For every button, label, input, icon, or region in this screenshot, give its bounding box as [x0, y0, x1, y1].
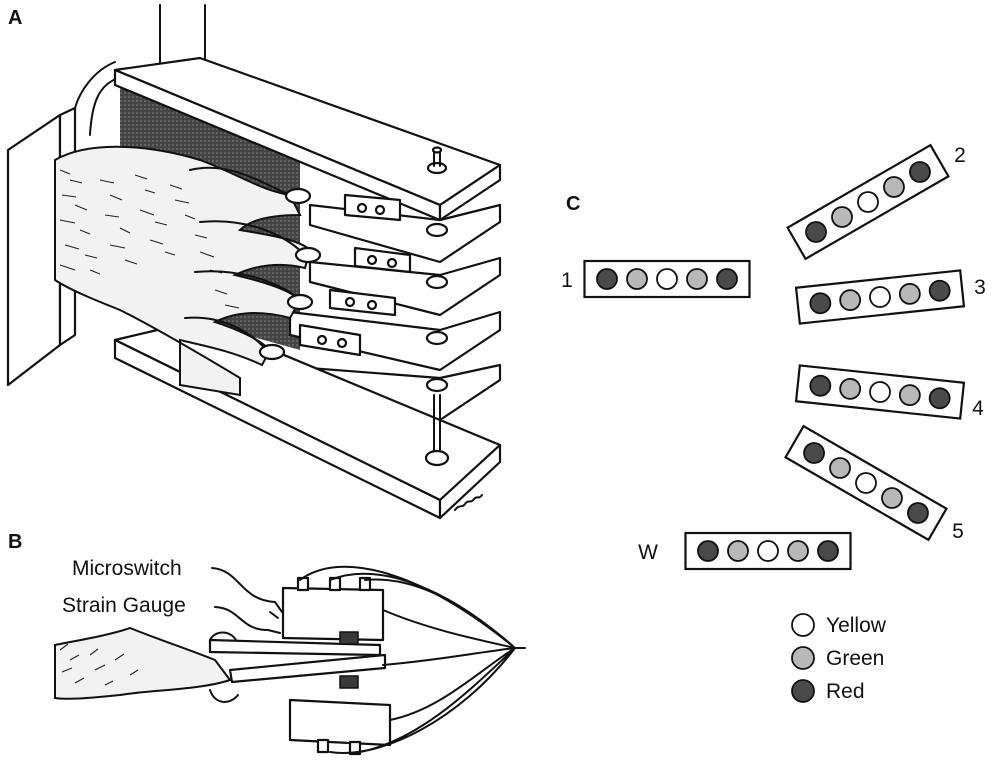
legend-swatch-green: [791, 646, 815, 670]
panel-b: B Microswitch Strain Gauge: [8, 531, 526, 756]
red-light: [928, 279, 951, 302]
light-bar-w: [684, 531, 852, 571]
light-bar-2: [786, 143, 950, 261]
legend-swatch-red: [791, 679, 815, 703]
light-bars: 1 2 3 4 5W: [561, 143, 986, 571]
strain-gauge-leader: [214, 606, 281, 634]
yellow-light: [757, 540, 779, 562]
panel-b-letter: B: [8, 531, 22, 553]
red-light: [697, 540, 719, 562]
finger-plates: [268, 203, 502, 422]
panel-a: A: [6, 4, 502, 520]
green-light: [881, 487, 903, 509]
light-bar-1: [583, 259, 751, 299]
yellow-light: [857, 191, 879, 213]
upper-microswitch: [281, 586, 385, 642]
red-light: [909, 161, 931, 183]
red-light: [596, 268, 618, 290]
lower-microswitch: [288, 698, 392, 747]
green-light: [883, 176, 905, 198]
light-bar-5: [784, 424, 948, 542]
microswitch-leader: [211, 567, 283, 613]
yellow-light: [656, 268, 678, 290]
red-light: [809, 374, 832, 397]
finger-sensor-drawing: [54, 565, 526, 756]
green-light: [839, 289, 862, 312]
light-bar-label-4: 4: [972, 397, 984, 420]
green-light: [787, 540, 809, 562]
green-light: [829, 457, 851, 479]
light-bar-label-w: W: [638, 541, 658, 564]
legend-label-yellow: Yellow: [826, 614, 887, 637]
yellow-light: [869, 286, 891, 308]
green-light: [686, 268, 708, 290]
yellow-light: [855, 472, 877, 494]
legend-label-red: Red: [826, 680, 865, 703]
light-bar-label-5: 5: [952, 520, 964, 543]
green-light: [898, 282, 921, 305]
microswitch-arrow: [269, 611, 279, 619]
apparatus-drawing: [6, 4, 502, 520]
green-light: [727, 540, 749, 562]
red-light: [907, 502, 929, 524]
yellow-light: [869, 381, 891, 403]
panel-a-letter: A: [8, 7, 22, 29]
legend-label-green: Green: [826, 647, 884, 670]
red-light: [803, 442, 825, 464]
light-bar-label-2: 2: [954, 144, 966, 167]
red-light: [928, 387, 951, 410]
legend-swatch-yellow: [791, 613, 815, 637]
light-bar-label-3: 3: [974, 276, 986, 299]
red-light: [716, 268, 738, 290]
artist-signature-mark: [454, 494, 483, 511]
red-light: [809, 292, 832, 315]
microswitch-blocks: [298, 193, 412, 357]
light-bar-label-1: 1: [561, 269, 573, 292]
finger: [54, 626, 232, 700]
green-light: [831, 206, 853, 228]
panel-c-letter: C: [566, 193, 580, 215]
green-light: [626, 268, 648, 290]
red-light: [817, 540, 839, 562]
red-light: [805, 221, 827, 243]
light-bar-3: [794, 269, 966, 325]
microswitch-label: Microswitch: [72, 557, 182, 580]
light-bar-4: [794, 364, 966, 420]
monkey-hand: [54, 145, 322, 397]
strain-gauge-label: Strain Gauge: [62, 594, 186, 617]
green-light: [839, 377, 862, 400]
green-light: [898, 384, 921, 407]
